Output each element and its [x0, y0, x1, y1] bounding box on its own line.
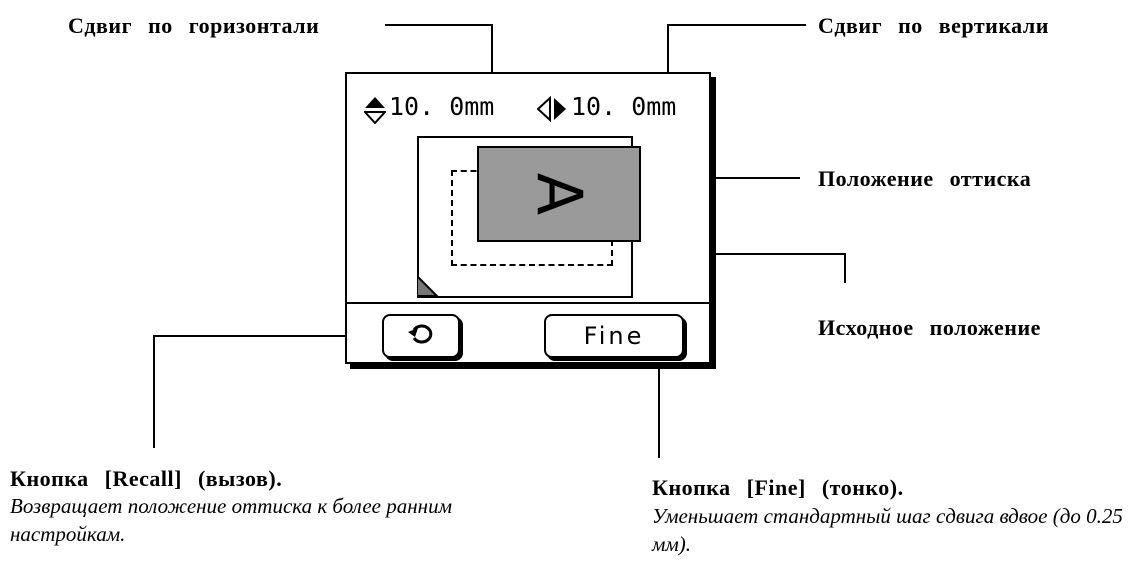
horizontal-shift-value: 10. 0mm	[571, 92, 677, 121]
fine-title: Кнопка [Fine] (тонко).	[652, 475, 904, 500]
fine-button[interactable]: Fine	[544, 314, 684, 358]
vertical-shift-arrows-icon	[362, 96, 388, 129]
leader-vertical-shift	[667, 24, 806, 82]
recall-title: Кнопка [Recall] (вызов).	[10, 466, 283, 491]
print-position-image[interactable]: A	[477, 146, 641, 242]
fine-description: Уменьшает стандартный шаг сдвига вдвое (…	[652, 504, 1123, 556]
callout-horizontal-shift: Сдвиг по горизонтали	[68, 13, 320, 38]
image-letter: A	[522, 172, 596, 216]
paper-fold-icon	[417, 276, 439, 297]
panel-divider	[347, 302, 709, 304]
recall-description: Возвращает положение оттиска к более ран…	[10, 494, 452, 546]
leader-horizontal-shift	[385, 24, 493, 82]
callout-home-position: Исходное положение	[818, 315, 1041, 340]
horizontal-shift-arrows-icon	[536, 95, 567, 127]
undo-arrow-icon	[406, 322, 436, 351]
recall-button[interactable]	[382, 314, 460, 358]
leader-recall	[153, 335, 390, 448]
vertical-shift-value: 10. 0mm	[389, 92, 495, 121]
callout-vertical-shift: Сдвиг по вертикали	[818, 13, 1049, 38]
shift-panel: 10. 0mm 10. 0mm A Fine	[345, 72, 711, 364]
callout-print-position: Положение оттиска	[818, 166, 1032, 191]
